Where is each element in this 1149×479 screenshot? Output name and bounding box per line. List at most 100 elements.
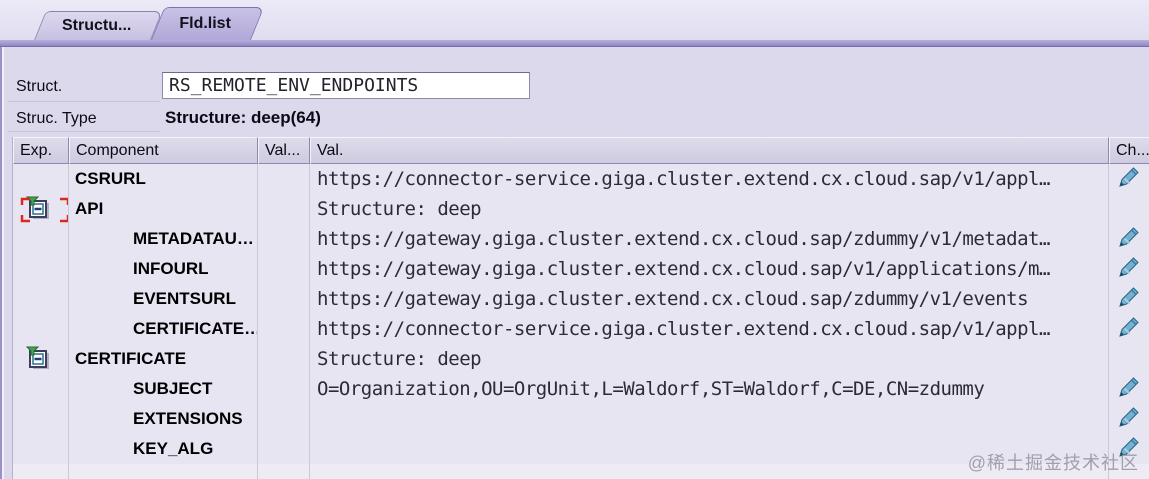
empty-row <box>13 464 1149 479</box>
table-row[interactable]: CERTIFICATE… https://connector-service.gi… <box>13 314 1149 344</box>
tab-label: Fld.list <box>179 14 231 32</box>
column-header-exp[interactable]: Exp. <box>13 137 69 164</box>
value-cell[interactable]: Structure: deep <box>310 194 1109 224</box>
pencil-edit-icon[interactable] <box>1117 165 1141 194</box>
expand-cell <box>13 254 69 284</box>
value-text: https://gateway.giga.cluster.extend.cx.c… <box>317 228 1050 250</box>
tab-label: Structu... <box>62 16 132 34</box>
component-name: CERTIFICATE… <box>133 319 258 338</box>
tab-strip: Structu... Fld.list <box>0 0 1149 40</box>
value-cell[interactable]: https://connector-service.giga.cluster.e… <box>310 314 1109 344</box>
struct-type-value: Structure: deep(64) <box>165 108 321 127</box>
table-row[interactable]: CERTIFICATE Structure: deep <box>13 344 1149 374</box>
change-cell[interactable] <box>1109 164 1149 194</box>
component-cell[interactable]: EVENTSURL <box>69 284 258 314</box>
component-cell[interactable]: EXTENSIONS <box>69 404 258 434</box>
field-table-header: Exp. Component Val... Val. Ch... <box>13 137 1149 164</box>
expand-cell[interactable] <box>13 344 69 374</box>
collapse-minus-funnel-icon[interactable] <box>26 346 52 372</box>
value-short-cell <box>258 434 310 464</box>
component-name: INFOURL <box>133 259 209 278</box>
pencil-edit-icon[interactable] <box>1117 405 1141 434</box>
expand-cell[interactable] <box>13 194 69 224</box>
component-name: EVENTSURL <box>133 289 236 308</box>
value-short-cell <box>258 164 310 194</box>
pencil-edit-icon[interactable] <box>1117 435 1141 464</box>
column-header-val-short[interactable]: Val... <box>258 137 310 164</box>
value-cell[interactable] <box>310 404 1109 434</box>
component-cell[interactable]: SUBJECT <box>69 374 258 404</box>
value-text: https://gateway.giga.cluster.extend.cx.c… <box>317 288 1029 310</box>
value-short-cell <box>258 344 310 374</box>
expand-cell <box>13 434 69 464</box>
value-text: O=Organization,OU=OrgUnit,L=Waldorf,ST=W… <box>317 378 985 400</box>
change-cell[interactable] <box>1109 374 1149 404</box>
struct-name-input[interactable] <box>162 72 530 99</box>
value-short-cell <box>258 194 310 224</box>
table-row[interactable]: EVENTSURL https://gateway.giga.cluster.ex… <box>13 284 1149 314</box>
collapse-minus-funnel-icon[interactable] <box>26 196 52 222</box>
value-short-cell <box>258 404 310 434</box>
component-name: CERTIFICATE <box>75 349 187 368</box>
expand-cell <box>13 374 69 404</box>
expand-cell <box>13 164 69 194</box>
column-header-ch[interactable]: Ch... <box>1109 137 1149 164</box>
table-row[interactable]: METADATAU… https://gateway.giga.cluster.e… <box>13 224 1149 254</box>
value-cell[interactable]: https://gateway.giga.cluster.extend.cx.c… <box>310 254 1109 284</box>
pencil-edit-icon[interactable] <box>1117 375 1141 404</box>
value-cell[interactable]: https://connector-service.giga.cluster.e… <box>310 164 1109 194</box>
value-cell[interactable] <box>310 434 1109 464</box>
value-text: https://connector-service.giga.cluster.e… <box>317 318 1050 340</box>
expand-cell <box>13 404 69 434</box>
pencil-edit-icon[interactable] <box>1117 255 1141 284</box>
value-cell[interactable]: https://gateway.giga.cluster.extend.cx.c… <box>310 284 1109 314</box>
field-list-panel: Struct. Struc. Type Structure: deep(64) … <box>0 47 1149 479</box>
table-row[interactable]: CSRURL https://connector-service.giga.clu… <box>13 164 1149 194</box>
change-cell[interactable] <box>1109 284 1149 314</box>
value-short-cell <box>258 284 310 314</box>
value-short-cell <box>258 224 310 254</box>
table-row[interactable]: SUBJECT O=Organization,OU=OrgUnit,L=Waldo… <box>13 374 1149 404</box>
component-cell[interactable]: INFOURL <box>69 254 258 284</box>
pencil-edit-icon[interactable] <box>1117 285 1141 314</box>
change-cell[interactable] <box>1109 254 1149 284</box>
table-row[interactable]: KEY_ALG <box>13 434 1149 464</box>
table-row[interactable]: EXTENSIONS <box>13 404 1149 434</box>
component-cell[interactable]: METADATAU… <box>69 224 258 254</box>
field-table-body: CSRURL https://connector-service.giga.clu… <box>13 164 1149 464</box>
pencil-edit-icon[interactable] <box>1117 225 1141 254</box>
change-cell[interactable] <box>1109 224 1149 254</box>
struct-label: Struct. <box>16 78 63 95</box>
component-name: KEY_ALG <box>133 439 214 458</box>
component-cell[interactable]: CERTIFICATE <box>69 344 258 374</box>
change-cell[interactable] <box>1109 314 1149 344</box>
expand-cell <box>13 224 69 254</box>
change-cell <box>1109 194 1149 224</box>
table-row[interactable]: INFOURL https://gateway.giga.cluster.exte… <box>13 254 1149 284</box>
expand-cell <box>13 314 69 344</box>
component-cell[interactable]: CSRURL <box>69 164 258 194</box>
tab-structure[interactable]: Structu... <box>34 11 164 40</box>
value-cell[interactable]: O=Organization,OU=OrgUnit,L=Waldorf,ST=W… <box>310 374 1109 404</box>
change-cell <box>1109 344 1149 374</box>
pencil-edit-icon[interactable] <box>1117 315 1141 344</box>
value-short-cell <box>258 314 310 344</box>
component-cell[interactable]: API <box>69 194 258 224</box>
empty-cell <box>13 464 69 479</box>
empty-cell <box>1109 464 1149 479</box>
change-cell[interactable] <box>1109 404 1149 434</box>
column-header-val[interactable]: Val. <box>310 137 1109 164</box>
value-cell[interactable]: https://gateway.giga.cluster.extend.cx.c… <box>310 224 1109 254</box>
empty-cell <box>310 464 1109 479</box>
empty-cell <box>258 464 310 479</box>
component-cell[interactable]: CERTIFICATE… <box>69 314 258 344</box>
divider <box>8 101 160 102</box>
empty-cell <box>69 464 258 479</box>
tab-field-list[interactable]: Fld.list <box>151 7 265 40</box>
column-header-component[interactable]: Component <box>69 137 258 164</box>
component-cell[interactable]: KEY_ALG <box>69 434 258 464</box>
table-row[interactable]: API Structure: deep <box>13 194 1149 224</box>
change-cell[interactable] <box>1109 434 1149 464</box>
value-cell[interactable]: Structure: deep <box>310 344 1109 374</box>
